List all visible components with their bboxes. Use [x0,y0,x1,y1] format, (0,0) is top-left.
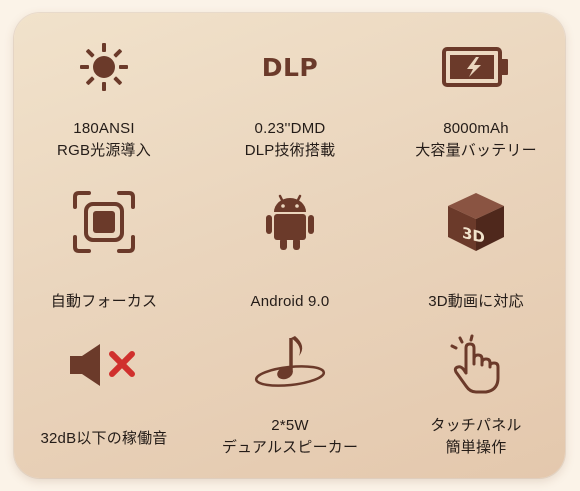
sun-icon [72,35,136,99]
label-line-1: 2*5W [271,417,309,434]
cube-3d-text: 3D [462,224,485,247]
dlp-logo-text: DLP [261,52,319,82]
music-note-icon [250,331,330,397]
feature-label: 0.23''DMD DLP技術搭載 [200,118,380,162]
label-line-2: RGB光源導入 [57,142,151,159]
feature-label: Android 9.0 [200,291,380,313]
feature-android: Android 9.0 [200,173,380,323]
label-line-1: 0.23''DMD [254,120,326,137]
label-line-1: Android 9.0 [250,293,330,310]
label-line-2: DLP技術搭載 [244,142,336,159]
label-line-1: 自動フォーカス [50,293,158,310]
feature-label: 180ANSI RGB光源導入 [14,118,194,162]
dlp-logo: DLP [258,35,322,99]
feature-speakers: 2*5W デュアルスピーカー [200,323,380,478]
feature-dlp: DLP 0.23''DMD DLP技術搭載 [200,13,380,173]
feature-brightness: 180ANSI RGB光源導入 [14,13,194,173]
mute-x-icon [109,351,135,377]
label-line-1: 8000mAh [443,120,509,137]
feature-quiet: 32dB以下の稼働音 [14,323,194,478]
feature-battery: 8000mAh 大容量バッテリー [386,13,566,173]
features-grid: 180ANSI RGB光源導入 DLP 0.23''DMD DLP技術搭載 [14,13,565,478]
autofocus-icon [69,187,139,257]
feature-label: タッチパネル 簡単操作 [386,415,566,459]
android-icon [260,187,320,257]
label-line-1: 3D動画に対応 [428,293,524,310]
feature-3d: 3D 3D動画に対応 [386,173,566,323]
label-line-1: 32dB以下の稼働音 [40,430,168,447]
label-line-2: 大容量バッテリー [415,142,537,159]
feature-label: 32dB以下の稼働音 [14,428,194,450]
label-line-1: タッチパネル [430,417,522,434]
features-card: 180ANSI RGB光源導入 DLP 0.23''DMD DLP技術搭載 [14,13,565,478]
feature-label: 8000mAh 大容量バッテリー [386,118,566,162]
3d-cube-icon: 3D [441,187,511,257]
label-line-2: 簡単操作 [445,439,507,456]
feature-touch: タッチパネル 簡単操作 [386,323,566,478]
label-line-2: デュアルスピーカー [221,439,359,456]
feature-autofocus: 自動フォーカス [14,173,194,323]
speaker-mute-icon [64,335,144,395]
touch-hand-icon [441,331,511,397]
battery-charging-icon [438,35,514,99]
feature-label: 3D動画に対応 [386,291,566,313]
feature-label: 自動フォーカス [14,291,194,313]
feature-label: 2*5W デュアルスピーカー [200,415,380,459]
label-line-1: 180ANSI [73,120,135,137]
